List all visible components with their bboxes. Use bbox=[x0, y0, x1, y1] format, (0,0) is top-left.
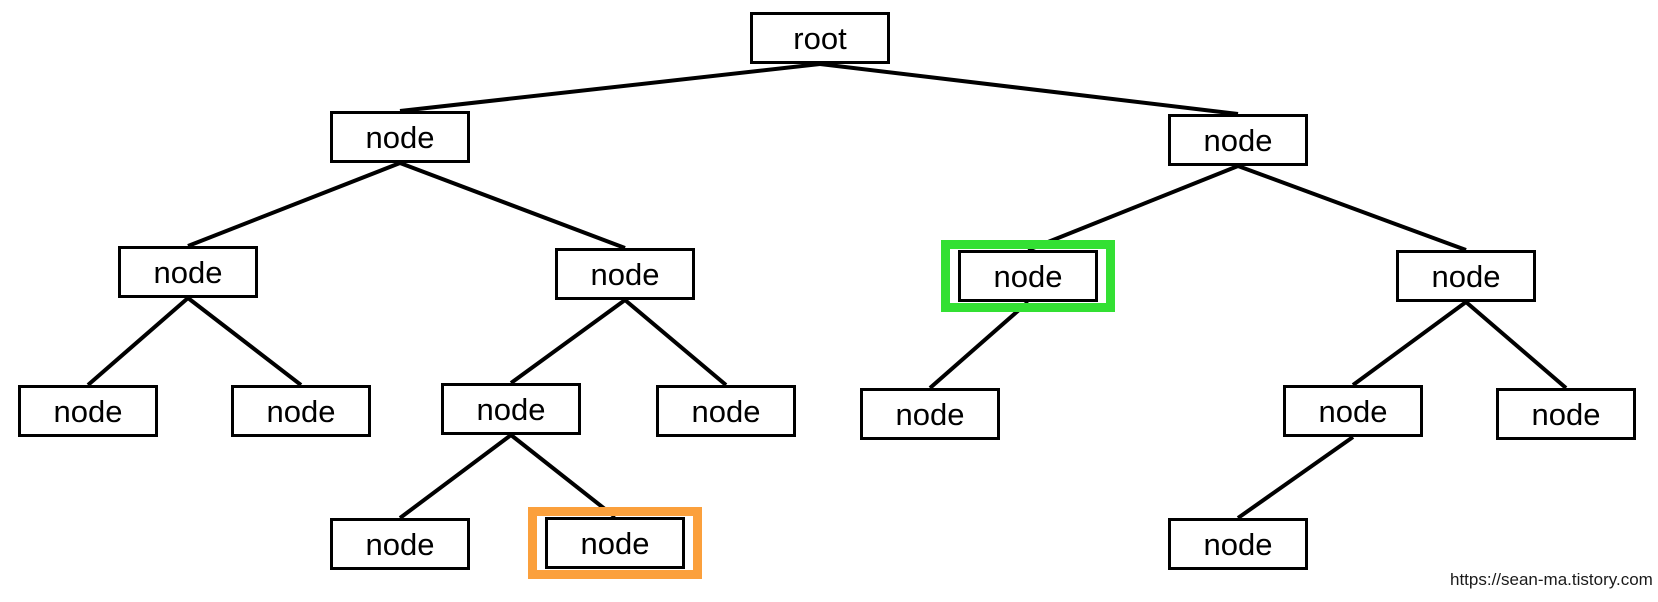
tree-edge bbox=[819, 62, 1239, 116]
tree-edge bbox=[1351, 300, 1468, 387]
tree-node[interactable]: node bbox=[1168, 518, 1308, 570]
tree-node[interactable]: node bbox=[1283, 385, 1423, 437]
tree-edge bbox=[1464, 300, 1568, 390]
tree-edge bbox=[1027, 164, 1239, 252]
tree-edge bbox=[928, 300, 1030, 390]
tree-node[interactable]: node bbox=[231, 385, 371, 437]
tree-node[interactable]: node bbox=[656, 385, 796, 437]
tree-edge bbox=[186, 296, 303, 387]
tree-edge bbox=[399, 161, 626, 250]
tree-edge bbox=[623, 298, 728, 387]
tree-node[interactable]: node bbox=[1168, 114, 1308, 166]
tree-node[interactable]: node bbox=[18, 385, 158, 437]
tree-node[interactable]: node bbox=[1396, 250, 1536, 302]
tree-node[interactable]: node bbox=[118, 246, 258, 298]
tree-edge bbox=[1237, 164, 1467, 252]
tree-edge bbox=[509, 433, 617, 519]
tree-node[interactable]: node bbox=[545, 517, 685, 569]
tree-node[interactable]: node bbox=[958, 250, 1098, 302]
tree-edge bbox=[187, 161, 401, 248]
tree-node[interactable]: node bbox=[555, 248, 695, 300]
tree-node[interactable]: node bbox=[860, 388, 1000, 440]
tree-node[interactable]: node bbox=[330, 518, 470, 570]
watermark-text: https://sean-ma.tistory.com bbox=[1450, 570, 1653, 589]
tree-node[interactable]: node bbox=[441, 383, 581, 435]
tree-edge bbox=[398, 433, 513, 520]
tree-node[interactable]: node bbox=[330, 111, 470, 163]
tree-edge bbox=[1236, 435, 1355, 520]
tree-node-root[interactable]: root bbox=[750, 12, 890, 64]
tree-edge bbox=[86, 296, 190, 387]
tree-edge bbox=[509, 298, 627, 385]
tree-edge bbox=[399, 62, 821, 113]
tree-node[interactable]: node bbox=[1496, 388, 1636, 440]
